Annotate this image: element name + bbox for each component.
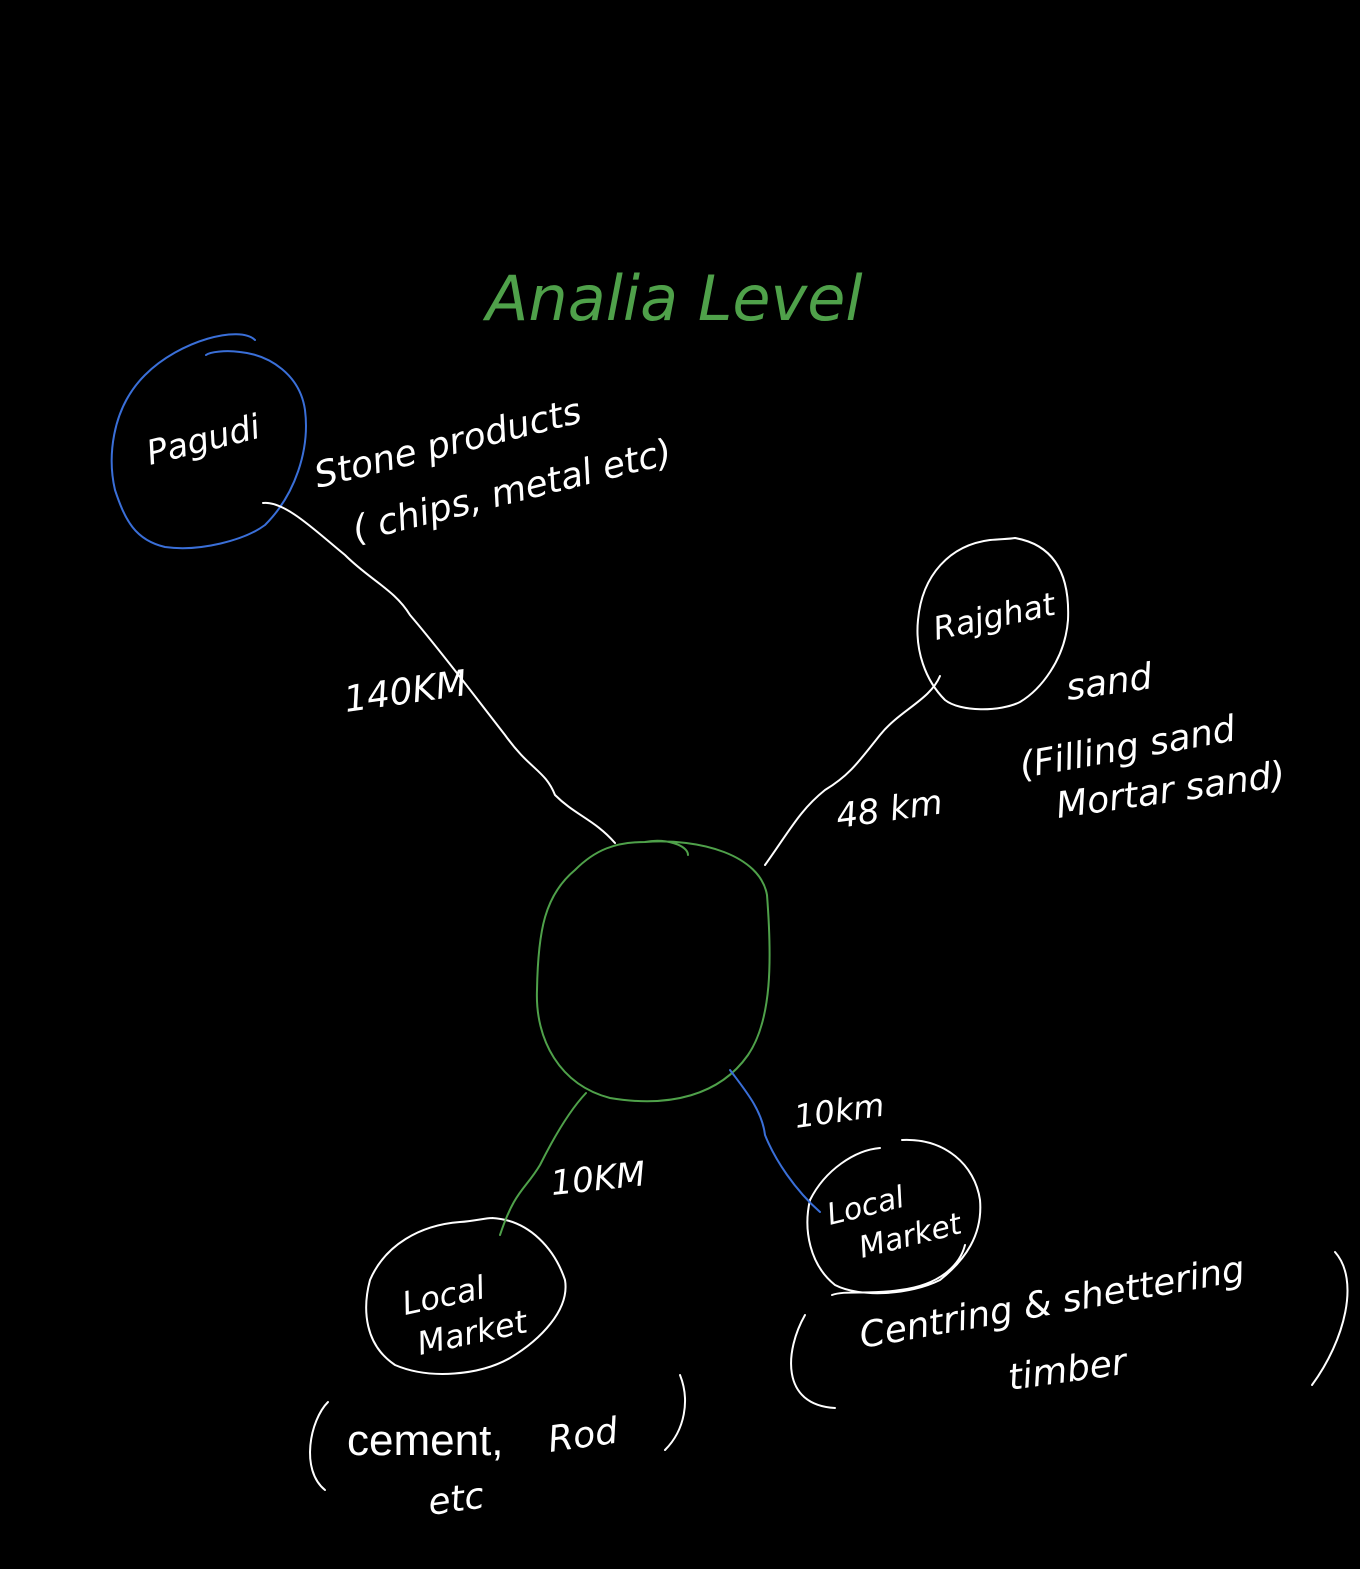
local-market-left-connector (499, 1092, 587, 1236)
pakur-node (110, 333, 307, 550)
pakur-connector (262, 501, 616, 844)
close-paren (664, 1374, 686, 1451)
close-paren-right (1311, 1251, 1349, 1386)
local-market-left-materials-rod: Rod (546, 1410, 622, 1460)
pakur-label: Pagudi (143, 407, 265, 474)
center-node (535, 839, 771, 1103)
rajghat-distance: 48 km (834, 782, 945, 836)
local-market-left-materials-etc: etc (426, 1475, 487, 1523)
rajghat-label: Rajghat (930, 585, 1060, 648)
local-market-right-connector (729, 1069, 821, 1213)
local-market-left-node (365, 1217, 567, 1375)
open-paren-right (790, 1314, 836, 1409)
local-market-right-materials: Centring & shettering (856, 1249, 1247, 1357)
rajghat-node (916, 537, 1070, 711)
local-market-right-materials-timber: timber (1006, 1341, 1132, 1398)
local-market-right-distance: 10km (792, 1086, 887, 1136)
rajghat-materials: sand (1064, 656, 1156, 709)
local-market-left-materials-cement: cement, (347, 1416, 504, 1465)
diagram-title: Analia Level (482, 262, 863, 335)
rajghat-connector (764, 675, 941, 866)
local-market-right-node (806, 1138, 982, 1296)
open-paren (309, 1401, 329, 1491)
local-market-left-distance: 10KM (549, 1154, 648, 1204)
pakur-distance: 140KM (342, 663, 470, 721)
